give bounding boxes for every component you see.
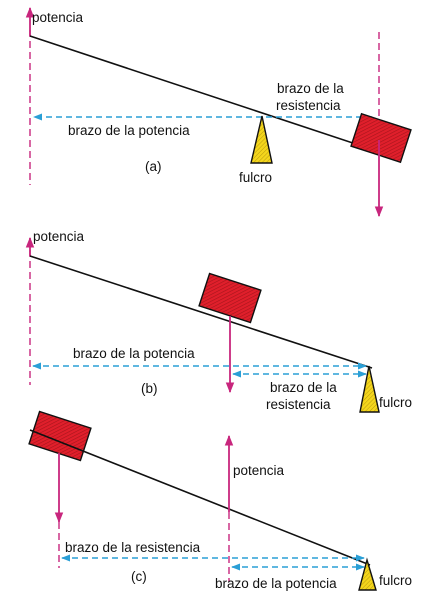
fulcrum-b bbox=[359, 365, 380, 413]
panel-b: potencia brazo de la potencia (b) brazo … bbox=[25, 229, 412, 413]
effort-arm-label-b: brazo de la potencia bbox=[73, 346, 195, 361]
fulcrum-label-b: fulcro bbox=[379, 395, 412, 410]
effort-label-b: potencia bbox=[33, 229, 85, 244]
load-arm-label-b-line2: resistencia bbox=[266, 397, 331, 412]
lever-bar-b bbox=[29, 255, 373, 369]
weight-block-b bbox=[198, 272, 262, 324]
weight-block-c bbox=[28, 410, 92, 462]
panel-label-a: (a) bbox=[145, 159, 162, 174]
fulcrum-label-c: fulcro bbox=[379, 573, 412, 588]
effort-arm-label-a: brazo de la potencia bbox=[68, 123, 190, 138]
panel-a: potencia brazo de la resistencia brazo d… bbox=[25, 6, 412, 218]
panel-label-c: (c) bbox=[131, 569, 147, 584]
fulcrum-label-a: fulcro bbox=[239, 170, 272, 185]
load-arm-label-a-line1: brazo de la bbox=[277, 81, 344, 96]
effort-label-c: potencia bbox=[233, 463, 285, 478]
load-arm-label-b-line1: brazo de la bbox=[270, 380, 337, 395]
load-arm-label-a-line2: resistencia bbox=[276, 98, 341, 113]
weight-block-a bbox=[350, 112, 412, 164]
panel-label-b: (b) bbox=[141, 381, 158, 396]
effort-label-a: potencia bbox=[32, 10, 84, 25]
fulcrum-c bbox=[358, 557, 377, 591]
lever-bar-a bbox=[29, 35, 396, 158]
effort-arm-label-c: brazo de la potencia bbox=[215, 576, 337, 591]
panel-c: potencia brazo de la resistencia (c) bra… bbox=[28, 410, 412, 591]
fulcrum-a bbox=[250, 115, 273, 164]
load-arm-label-c: brazo de la resistencia bbox=[65, 540, 201, 555]
lever-bar-c bbox=[29, 429, 371, 566]
